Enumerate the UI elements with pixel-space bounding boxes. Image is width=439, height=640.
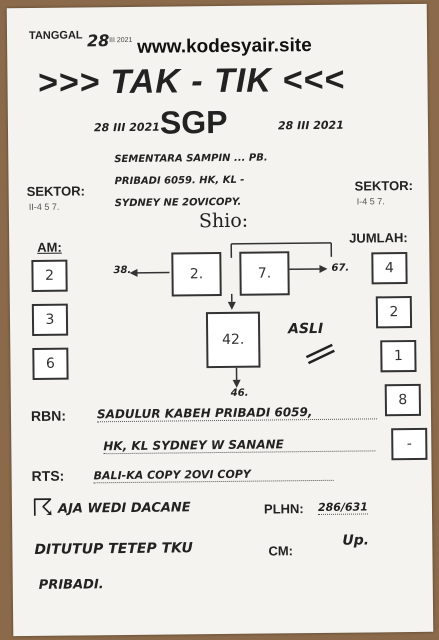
rts-line-1: BALI-KA COPY 2OVI COPY xyxy=(93,466,334,484)
rbn-line-2: HK, KL SYDNEY W SANANE xyxy=(103,436,376,455)
cm-value: Up. xyxy=(342,532,370,549)
bottom-line-2: DITUTUP TETEP TKU xyxy=(34,540,193,558)
cm-label: CM: xyxy=(268,543,294,559)
bottom-line-1: AJA WEDI DACANE xyxy=(57,500,191,517)
diagram-right-out: 67. xyxy=(331,262,350,274)
bottom-mark: ☈ xyxy=(31,493,54,522)
diagram-asli: ASLI xyxy=(288,320,324,338)
diagram-bottom-out: 46. xyxy=(230,387,249,399)
plhn-value: 286/631 xyxy=(317,500,368,515)
diagram-box-left: 2. xyxy=(171,251,222,297)
rbn-line-1: SADULUR KABEH PRIBADI 6059, xyxy=(96,404,378,423)
plhn-label: PLHN: xyxy=(263,501,304,517)
paper-sheet: TANGGAL 28 III 2021 www.kodesyair.site >… xyxy=(6,3,434,637)
bottom-line-3: PRIBADI. xyxy=(38,577,104,593)
rts-label: RTS: xyxy=(31,467,65,484)
diagram-box-bottom: 42. xyxy=(205,311,261,369)
diagram-arrows xyxy=(129,242,335,388)
rbn-label: RBN: xyxy=(30,407,67,424)
diagram-left-out: 38. xyxy=(113,264,132,277)
diagram-box-right: 7. xyxy=(239,251,290,296)
